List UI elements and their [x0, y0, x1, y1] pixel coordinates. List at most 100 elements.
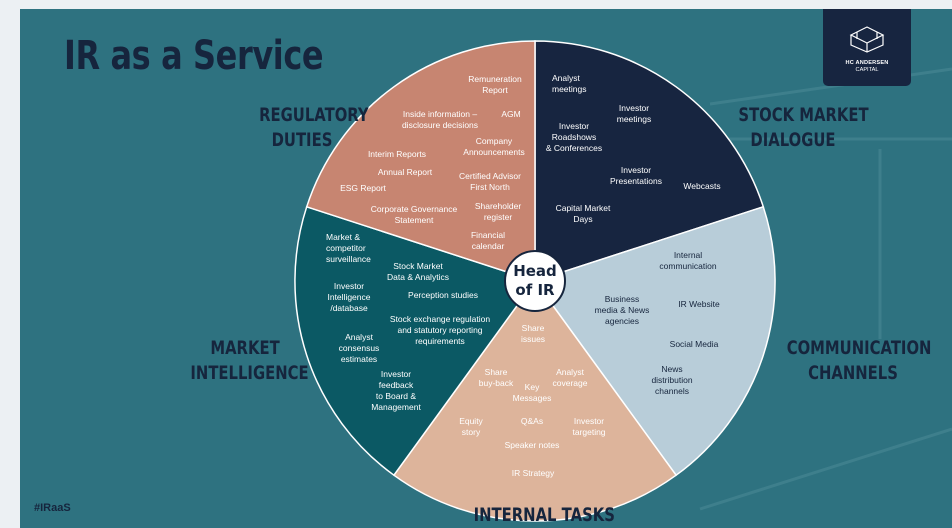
- market-item: Investor: [381, 369, 411, 379]
- market-item: Perception studies: [408, 290, 478, 300]
- internal-item: story: [462, 427, 481, 437]
- regulatory-item: Interim Reports: [368, 149, 426, 159]
- stock-market-item: meetings: [552, 84, 587, 94]
- communication-items: Internal communication Business media & …: [595, 250, 720, 396]
- center-hub: [504, 250, 566, 312]
- internal-item: Messages: [513, 393, 552, 403]
- logo-line2: CAPITAL: [855, 67, 879, 73]
- internal-item: Q&As: [521, 416, 543, 426]
- stock-market-item: Capital Market: [556, 203, 611, 213]
- communication-item: Internal: [674, 250, 702, 260]
- internal-item: Key: [525, 382, 540, 392]
- communication-item: Social Media: [670, 339, 719, 349]
- label-market-line1: MARKET: [210, 337, 280, 359]
- internal-item: Speaker notes: [505, 440, 560, 450]
- stock-market-item: & Conferences: [546, 143, 602, 153]
- regulatory-item: Inside information –: [403, 109, 477, 119]
- regulatory-item: Annual Report: [378, 167, 433, 177]
- label-regulatory-line2: DUTIES: [271, 129, 333, 151]
- label-stock-market-dialogue: STOCK MARKET DIALOGUE: [738, 103, 869, 153]
- market-item: Stock exchange regulation: [390, 314, 490, 324]
- stock-market-item: Roadshows: [552, 132, 596, 142]
- label-regulatory-line1: REGULATORY: [259, 104, 369, 126]
- label-communication-channels: COMMUNICATION CHANNELS: [786, 336, 932, 386]
- stock-market-item: Investor: [619, 103, 649, 113]
- regulatory-item: First North: [470, 182, 510, 192]
- market-item: /database: [330, 303, 368, 313]
- regulatory-item: ESG Report: [340, 183, 386, 193]
- communication-item: media & News: [595, 305, 650, 315]
- market-item: Investor: [334, 281, 364, 291]
- center-line2: of IR: [515, 281, 555, 299]
- stock-market-item: Analyst: [552, 73, 581, 83]
- background-lines: [699, 67, 952, 511]
- internal-item: IR Strategy: [512, 468, 555, 478]
- market-item: to Board &: [376, 391, 416, 401]
- internal-item: targeting: [572, 427, 605, 437]
- market-items: Market & competitor surveillance Stock M…: [326, 232, 490, 412]
- label-internal-tasks: INTERNAL TASKS: [473, 504, 615, 526]
- label-communication-line2: CHANNELS: [808, 362, 898, 384]
- internal-item: Investor: [574, 416, 604, 426]
- regulatory-item: Shareholder: [475, 201, 521, 211]
- market-item: estimates: [341, 354, 377, 364]
- communication-item: communication: [659, 261, 716, 271]
- label-regulatory-duties: REGULATORY DUTIES: [259, 103, 369, 153]
- internal-item: buy-back: [479, 378, 514, 388]
- stock-market-items: Analyst meetings Investor meetings Inves…: [546, 73, 721, 224]
- market-item: Market &: [326, 232, 360, 242]
- label-market-line2: INTELLIGENCE: [190, 362, 309, 384]
- market-item: feedback: [379, 380, 414, 390]
- regulatory-item: Remuneration: [468, 74, 522, 84]
- internal-item: Share: [522, 323, 545, 333]
- communication-item: Business: [605, 294, 640, 304]
- label-stock-market-line2: DIALOGUE: [750, 129, 836, 151]
- regulatory-item: AGM: [501, 109, 520, 119]
- communication-item: IR Website: [678, 299, 720, 309]
- label-communication-line1: COMMUNICATION: [786, 337, 932, 359]
- internal-item: issues: [521, 334, 545, 344]
- regulatory-item: Announcements: [463, 147, 524, 157]
- regulatory-items: Remuneration Report Inside information –…: [340, 74, 525, 251]
- wheel-diagram: Head of IR Remuneration Report Inside in…: [294, 40, 952, 522]
- market-item: consensus: [339, 343, 380, 353]
- regulatory-item: register: [484, 212, 513, 222]
- market-item: requirements: [415, 336, 465, 346]
- label-stock-market-line1: STOCK MARKET: [738, 104, 869, 126]
- internal-item: Analyst: [556, 367, 585, 377]
- logo-line1: HC ANDERSEN: [845, 60, 889, 66]
- market-item: surveillance: [326, 254, 371, 264]
- communication-item: News: [661, 364, 682, 374]
- hashtag: #IRaaS: [34, 502, 71, 514]
- page-title: IR as a Service: [64, 33, 324, 79]
- stock-market-item: Presentations: [610, 176, 662, 186]
- stock-market-item: Webcasts: [683, 181, 720, 191]
- regulatory-item: calendar: [472, 241, 505, 251]
- stock-market-item: Investor: [559, 121, 589, 131]
- regulatory-item: Report: [482, 85, 508, 95]
- communication-item: agencies: [605, 316, 639, 326]
- market-item: Management: [371, 402, 421, 412]
- communication-item: channels: [655, 386, 689, 396]
- internal-item: Equity: [459, 416, 483, 426]
- communication-item: distribution: [651, 375, 692, 385]
- company-logo: HC ANDERSEN CAPITAL: [823, 9, 911, 86]
- sector-stock-market-dialogue: [534, 40, 765, 283]
- internal-item: coverage: [553, 378, 588, 388]
- regulatory-item: Certified Advisor: [459, 171, 521, 181]
- building-icon: [849, 26, 885, 53]
- stock-market-item: Investor: [621, 165, 651, 175]
- market-item: Intelligence: [327, 292, 370, 302]
- market-item: competitor: [326, 243, 366, 253]
- label-market-intelligence: MARKET INTELLIGENCE: [190, 336, 309, 386]
- market-item: Analyst: [345, 332, 374, 342]
- sector-internal-tasks: [392, 279, 678, 522]
- slide: Head of IR Remuneration Report Inside in…: [20, 9, 952, 528]
- regulatory-item: Company: [476, 136, 513, 146]
- internal-items: Share issues Share buy-back Analyst cove…: [459, 323, 606, 478]
- regulatory-item: Statement: [395, 215, 434, 225]
- market-item: and statutory reporting: [397, 325, 482, 335]
- market-item: Stock Market: [393, 261, 443, 271]
- sector-regulatory-duties: [305, 40, 536, 283]
- internal-item: Share: [485, 367, 508, 377]
